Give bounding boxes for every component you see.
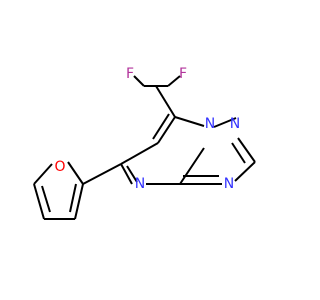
molecule-structure: F F N N N N O [33,66,256,220]
bond-c5-n4 [120,163,133,185]
molecule-canvas: F F N N N N O [33,66,256,220]
bond-furan-c2-c3 [74,183,84,220]
bond-c3a-n8 [179,147,205,185]
bond-c7-c6 [157,116,176,144]
bond-c6-c5 [120,142,159,165]
atom-f-left: F [126,66,134,82]
bond-c2-n3 [234,161,256,182]
bond-furan-c4-c5-double [41,185,51,213]
bond-cf-left [133,75,145,87]
bond-furan-c4-c5 [33,183,45,220]
bond-chf2-ring [155,85,176,118]
bond-c7-n8 [174,116,205,127]
bond-furan-c2-c3-double [69,183,77,213]
atom-n-triazole: N [224,176,234,192]
bond-c5-furan [82,163,122,185]
atom-o-furan: O [54,159,65,175]
atom-n-pyrimidine: N [135,176,145,192]
bond-cf-right [167,75,181,87]
bond-n1-c2-double [231,142,246,164]
bond-furan-c2-o [67,161,84,185]
atom-n-bridge: N [205,116,215,132]
atom-n-top-right: N [230,116,240,132]
bond-furan-c5-o [33,163,53,185]
bond-c7-c6-double [152,113,170,140]
atom-f-right: F [179,66,187,82]
bond-c5-n4-double [126,165,138,183]
bond-n8-n1 [213,117,237,128]
bond-n1-c2 [237,137,256,163]
